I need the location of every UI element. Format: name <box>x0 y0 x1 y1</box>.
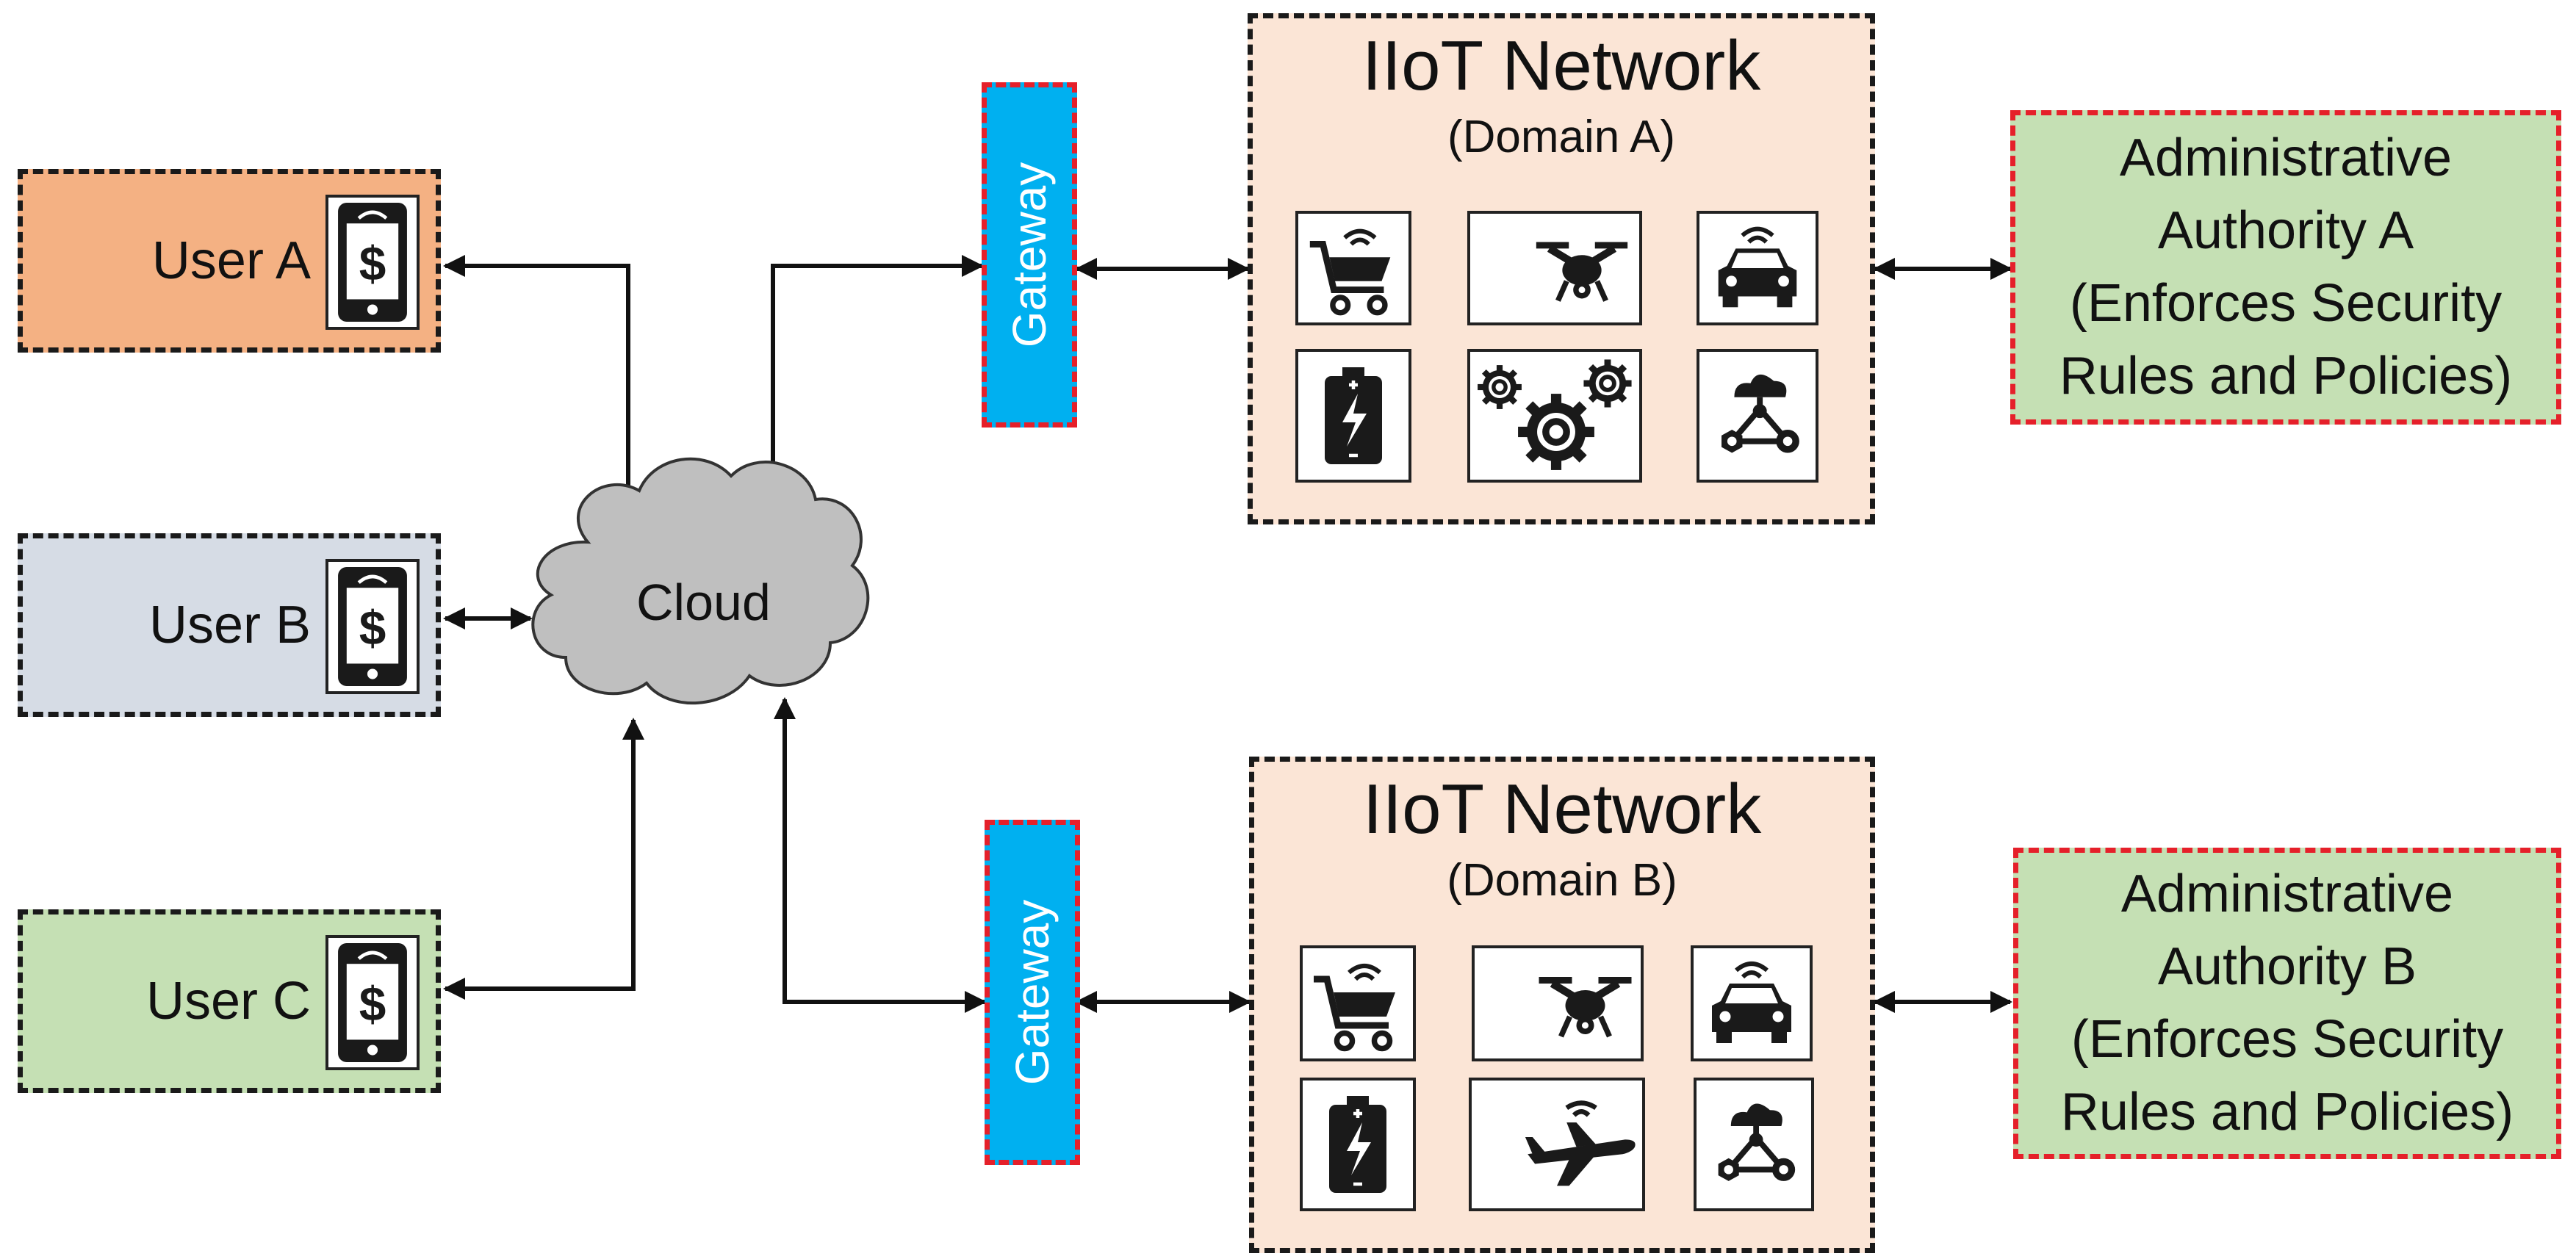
authority-a-line-4: Rules and Policies) <box>2059 347 2513 405</box>
authority-b-line-4: Rules and Policies) <box>2060 1083 2514 1141</box>
mobile-payment-icon <box>325 195 420 330</box>
gears-icon <box>1467 349 1642 483</box>
connector-userc-cloud <box>443 718 644 1000</box>
connector-cloud-gateway-b <box>774 697 987 1013</box>
authority-a-box: Administrative Authority A (Enforces Sec… <box>2010 110 2561 425</box>
airplane-icon <box>1469 1078 1645 1211</box>
user-c-label: User C <box>145 972 311 1031</box>
network-a-subtitle: (Domain A) <box>1447 112 1676 162</box>
network-b-subtitle: (Domain B) <box>1447 855 1677 906</box>
shopping-cart-icon <box>1300 945 1416 1061</box>
user-b-box: User B <box>18 533 441 717</box>
drone-icon <box>1467 211 1642 325</box>
battery-icon <box>1300 1078 1416 1211</box>
cloud-network-icon <box>1694 1078 1814 1211</box>
gateway-a-label: Gateway <box>1003 162 1056 348</box>
network-b-title: IIoT Network <box>1362 770 1762 848</box>
authority-a-line-3: (Enforces Security <box>2069 274 2503 333</box>
network-a-title: IIoT Network <box>1361 26 1761 105</box>
user-b-label: User B <box>148 596 311 654</box>
shopping-cart-icon <box>1295 211 1411 325</box>
cloud-shape <box>531 457 870 705</box>
authority-a-text: Administrative Authority A (Enforces Sec… <box>2015 115 2556 419</box>
gateway-b-label: Gateway <box>1006 899 1059 1086</box>
authority-b-line-2: Authority B <box>2157 937 2417 996</box>
authority-a-line-2: Authority A <box>2157 201 2414 260</box>
connected-car-icon <box>1691 945 1813 1061</box>
user-a-label: User A <box>151 231 311 290</box>
connector-cloud-gateway-a <box>762 255 984 509</box>
authority-b-line-3: (Enforces Security <box>2070 1010 2504 1069</box>
user-a-box: User A <box>18 169 441 353</box>
cloud-node <box>531 457 870 705</box>
battery-icon <box>1295 349 1411 483</box>
connector-usera-cloud <box>443 255 639 515</box>
drone-icon <box>1472 945 1644 1061</box>
authority-b-box: Administrative Authority B (Enforces Sec… <box>2013 848 2561 1159</box>
iiot-network-b: IIoT Network (Domain B) <box>1249 757 1875 1253</box>
mobile-payment-icon <box>325 559 420 694</box>
cloud-network-icon <box>1697 349 1818 483</box>
authority-b-line-1: Administrative <box>2120 865 2454 923</box>
authority-a-line-1: Administrative <box>2119 129 2453 187</box>
gateway-b: Gateway <box>985 820 1080 1165</box>
iiot-network-a: IIoT Network (Domain A) <box>1248 13 1875 524</box>
connectors <box>443 255 2012 1013</box>
gateway-a: Gateway <box>982 82 1077 428</box>
mobile-payment-icon <box>325 935 420 1070</box>
connected-car-icon <box>1697 211 1818 325</box>
cloud-label: Cloud <box>636 574 771 631</box>
user-c-box: User C <box>18 909 441 1093</box>
authority-b-text: Administrative Authority B (Enforces Sec… <box>2018 853 2556 1154</box>
